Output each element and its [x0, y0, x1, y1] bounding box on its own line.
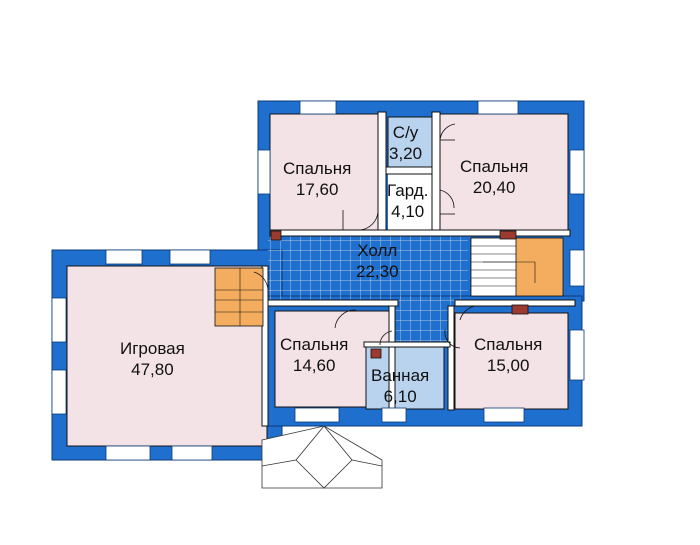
chimneys	[270, 230, 529, 359]
room-floors	[66, 113, 569, 447]
floor-wardrobe	[388, 174, 432, 230]
room-area: 20,40	[472, 178, 516, 197]
floor-bedroom-1	[269, 113, 379, 232]
room-label-bathroom: Ванная 6,10	[371, 365, 429, 407]
room-name: Спальня	[280, 335, 349, 354]
entrance-porch	[261, 425, 383, 489]
interior-walls	[261, 111, 576, 427]
room-area: 4,10	[391, 202, 425, 221]
staircase-east	[470, 237, 564, 297]
room-name: С/у	[392, 123, 419, 142]
room-label-wardrobe: Гард. 4,10	[387, 180, 428, 222]
room-name: Спальня	[460, 157, 529, 176]
room-name: Игровая	[120, 339, 185, 358]
floor-hall-2	[395, 296, 455, 342]
room-label-wc: С/у 3,20	[389, 122, 422, 164]
room-name: Холл	[357, 241, 398, 260]
room-name: Гард.	[387, 181, 429, 200]
room-label-playroom: Игровая 47,80	[120, 338, 185, 380]
room-label-bedroom-3: Спальня 14,60	[280, 334, 348, 376]
floor-bedroom-4	[454, 312, 569, 410]
room-label-hall: Холл 22,30	[356, 240, 399, 282]
room-area: 17,60	[295, 180, 339, 199]
windows	[51, 100, 585, 461]
room-area: 3,20	[389, 144, 423, 163]
staircase-west	[214, 267, 264, 327]
doors	[253, 123, 476, 349]
room-area: 47,80	[131, 360, 174, 379]
room-area: 14,60	[292, 356, 336, 375]
room-name: Спальня	[283, 159, 352, 178]
room-name: Ванная	[371, 366, 430, 385]
room-area: 22,30	[356, 262, 399, 281]
room-area: 6,10	[383, 387, 417, 406]
room-label-bedroom-4: Спальня 15,00	[474, 334, 542, 376]
room-label-bedroom-2: Спальня 20,40	[460, 156, 528, 198]
room-area: 15,00	[486, 356, 530, 375]
room-name: Спальня	[474, 335, 543, 354]
room-label-bedroom-1: Спальня 17,60	[283, 158, 351, 200]
floor-hall	[268, 236, 468, 300]
